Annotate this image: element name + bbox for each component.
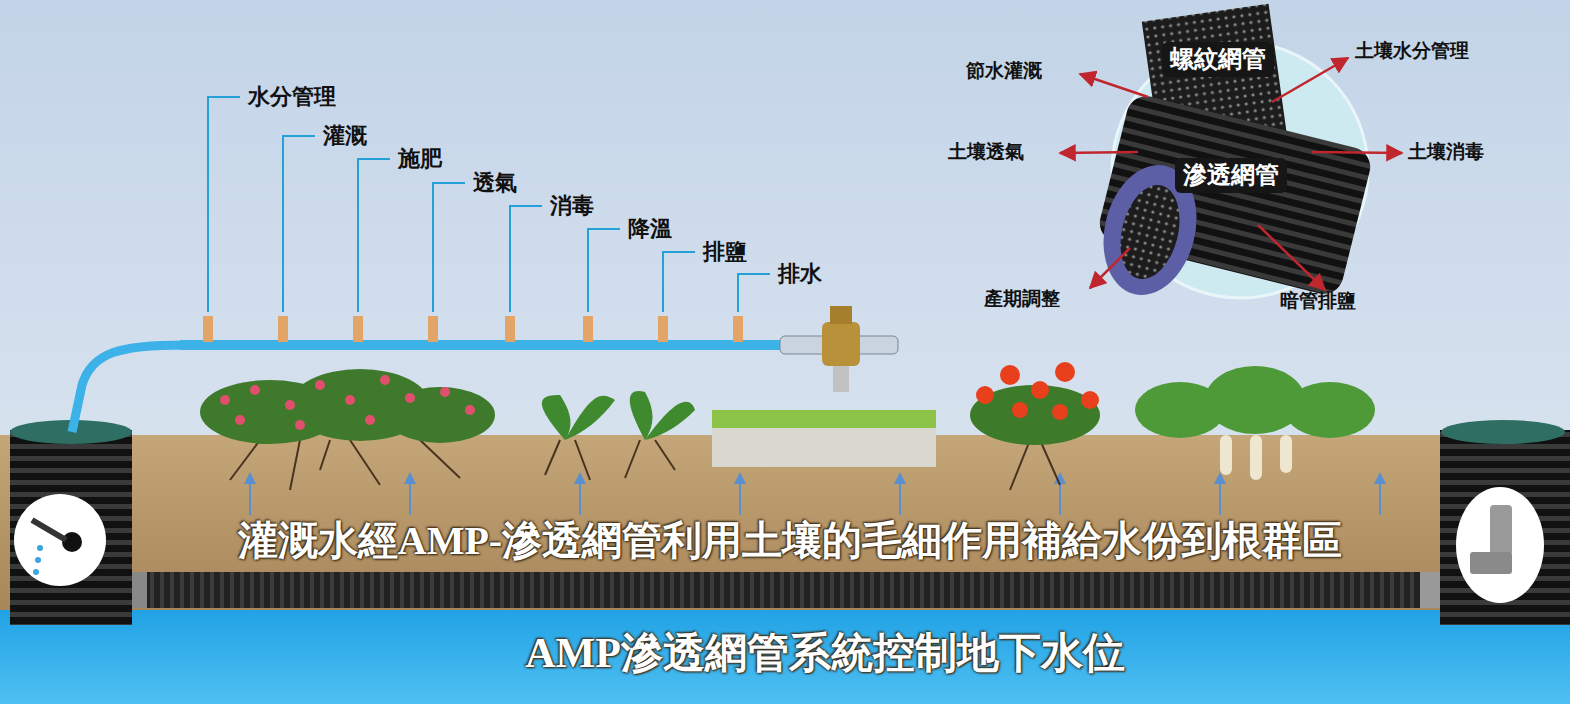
callout-label: 節水灌溉 [966,60,1042,83]
function-label: 施肥 [398,146,442,172]
function-label: 灌溉 [323,123,367,149]
banner-text: 灌溉水經AMP-滲透網管利用土壤的毛細作用補給水份到根群區 [238,517,1342,565]
callout-label: 土壤消毒 [1408,141,1484,164]
pipe-name: 滲透網管 [1183,161,1279,190]
pipe-name: 螺紋網管 [1170,45,1266,74]
callout-label: 土壤水分管理 [1355,40,1469,63]
function-label: 透氣 [473,170,517,196]
callout-label: 產期調整 [984,288,1060,311]
function-label: 排鹽 [703,239,747,265]
pipe-label-box: 螺紋網管 [1162,42,1274,77]
function-label: 排水 [778,261,822,287]
callout-label: 土壤透氣 [948,141,1024,164]
footer-text: AMP滲透網管系統控制地下水位 [525,628,1125,678]
pipe-label-box: 滲透網管 [1175,158,1287,193]
callout-label: 暗管排鹽 [1280,290,1356,313]
function-label: 消毒 [550,193,594,219]
function-label: 降溫 [628,216,672,242]
function-label: 水分管理 [248,84,336,110]
